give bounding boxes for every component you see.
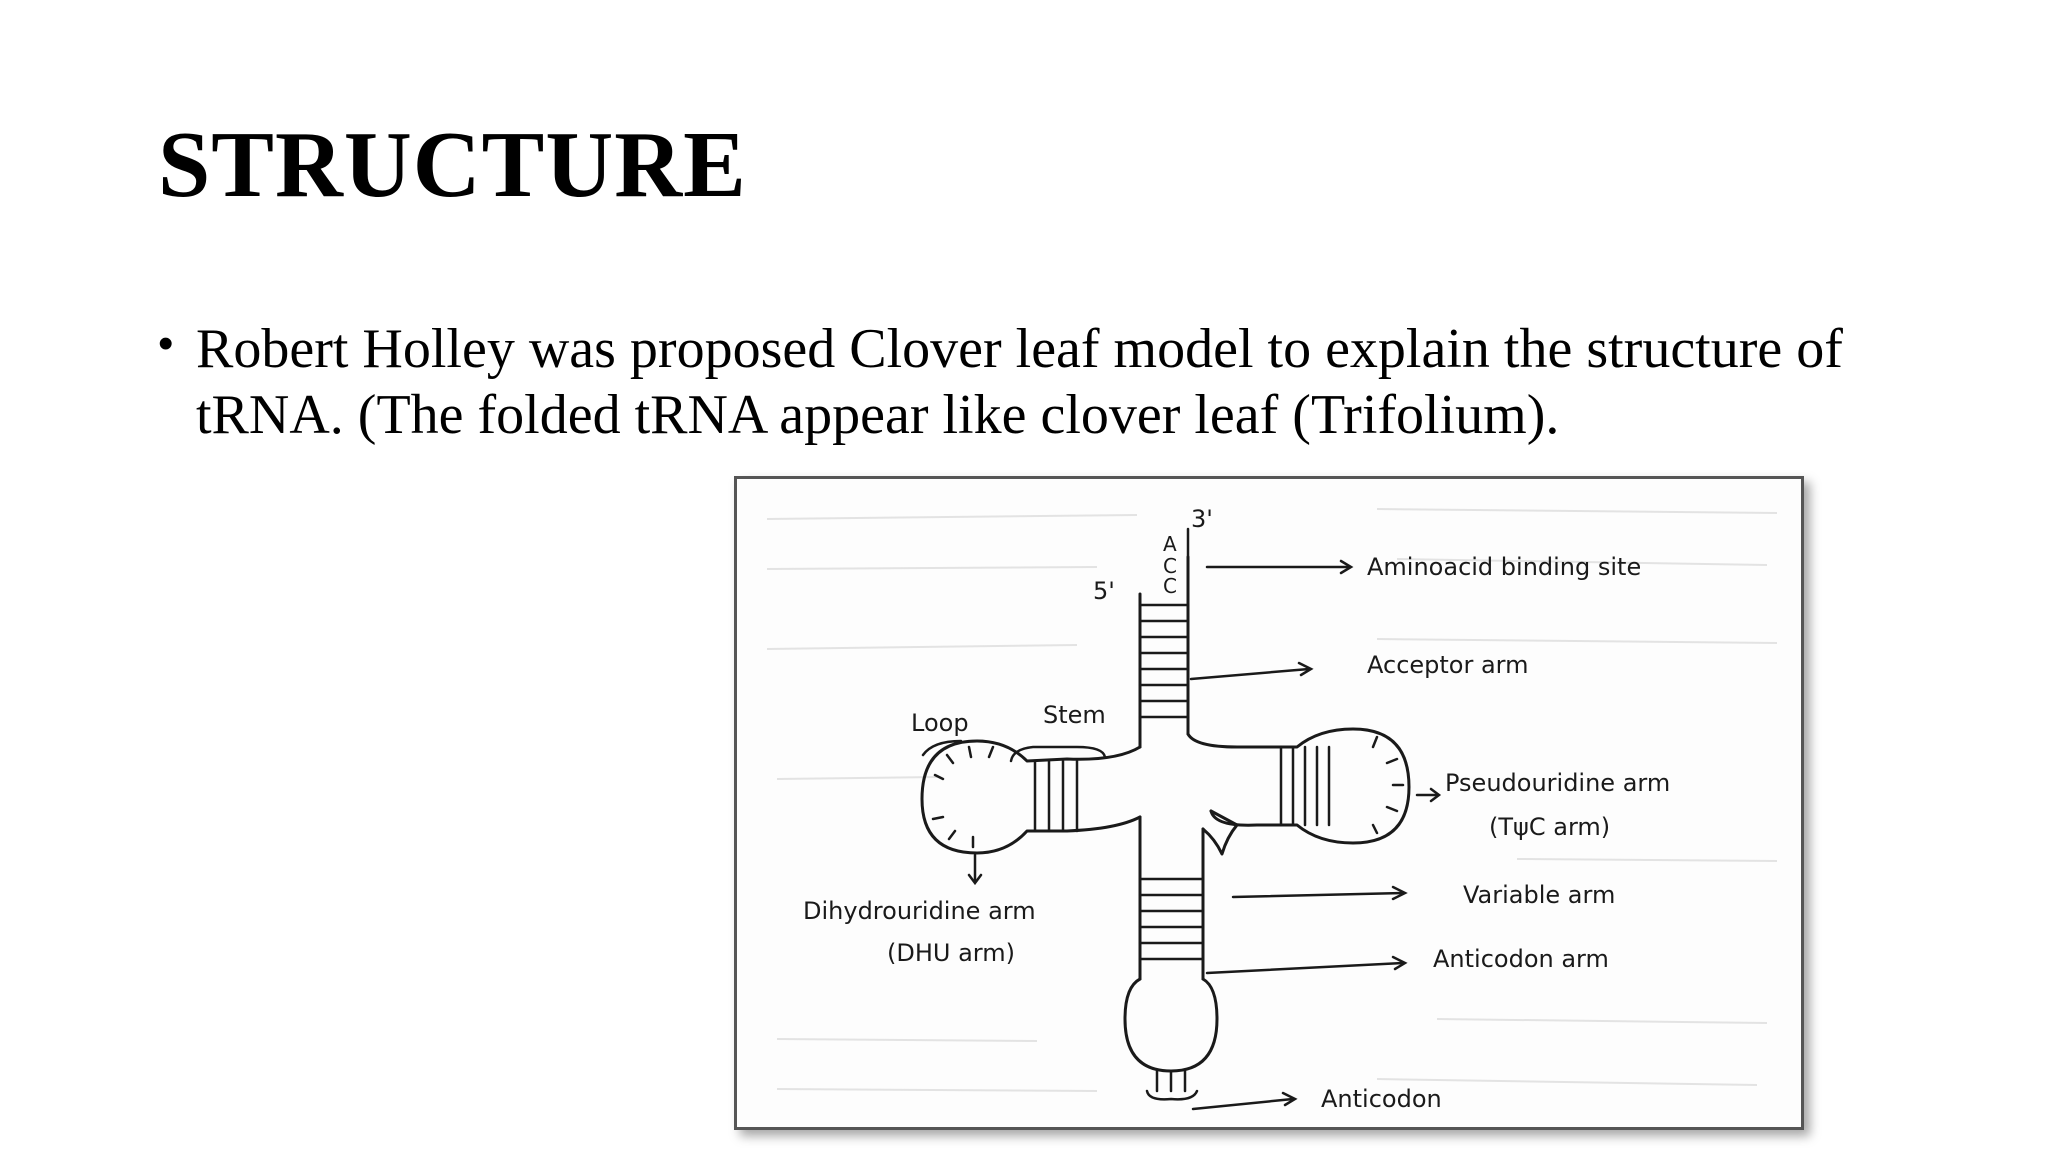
bullet-point: • Robert Holley was proposed Clover leaf… xyxy=(158,316,1998,448)
dhu-arm-label: (DHU arm) xyxy=(887,939,1015,967)
three-prime-label: 3' xyxy=(1191,505,1213,533)
variable-arm-label: Variable arm xyxy=(1463,881,1615,909)
tpsic-arm-shape xyxy=(1186,727,1411,845)
anticodon-arm-shape xyxy=(1123,815,1219,1101)
cloverleaf-diagram: 3' A C C 5' Loop Stem Aminoacid binding … xyxy=(766,505,1778,1113)
trna-cloverleaf-figure: 3' A C C 5' Loop Stem Aminoacid binding … xyxy=(734,476,1804,1130)
anticodon-label: Anticodon xyxy=(1321,1085,1442,1113)
anticodon-arm-label: Anticodon arm xyxy=(1433,945,1609,973)
label-arrows xyxy=(967,559,1442,1111)
acceptor-arm-label: Acceptor arm xyxy=(1367,651,1529,679)
pseudouridine-arm-label: Pseudouridine arm xyxy=(1445,769,1670,797)
dihydrouridine-arm-label: Dihydrouridine arm xyxy=(803,897,1036,925)
bullet-text: Robert Holley was proposed Clover leaf m… xyxy=(196,318,1843,446)
tpsic-arm-label: (TψC arm) xyxy=(1489,813,1610,841)
scan-background xyxy=(766,508,1778,1092)
base-c2-label: C xyxy=(1163,574,1177,598)
stem-bracket xyxy=(1009,745,1107,763)
dhu-arm-shape xyxy=(920,739,1142,855)
bullet-icon: • xyxy=(158,319,174,368)
aminoacid-site-label: Aminoacid binding site xyxy=(1367,553,1641,581)
base-c1-label: C xyxy=(1163,554,1177,578)
stem-label: Stem xyxy=(1043,701,1106,729)
base-a-label: A xyxy=(1163,532,1177,556)
variable-arm-shape xyxy=(1201,809,1239,856)
acceptor-stem xyxy=(1138,527,1190,749)
five-prime-label: 5' xyxy=(1093,577,1115,605)
slide-title: STRUCTURE xyxy=(158,113,747,217)
loop-bracket xyxy=(921,739,963,757)
loop-label: Loop xyxy=(911,709,969,737)
